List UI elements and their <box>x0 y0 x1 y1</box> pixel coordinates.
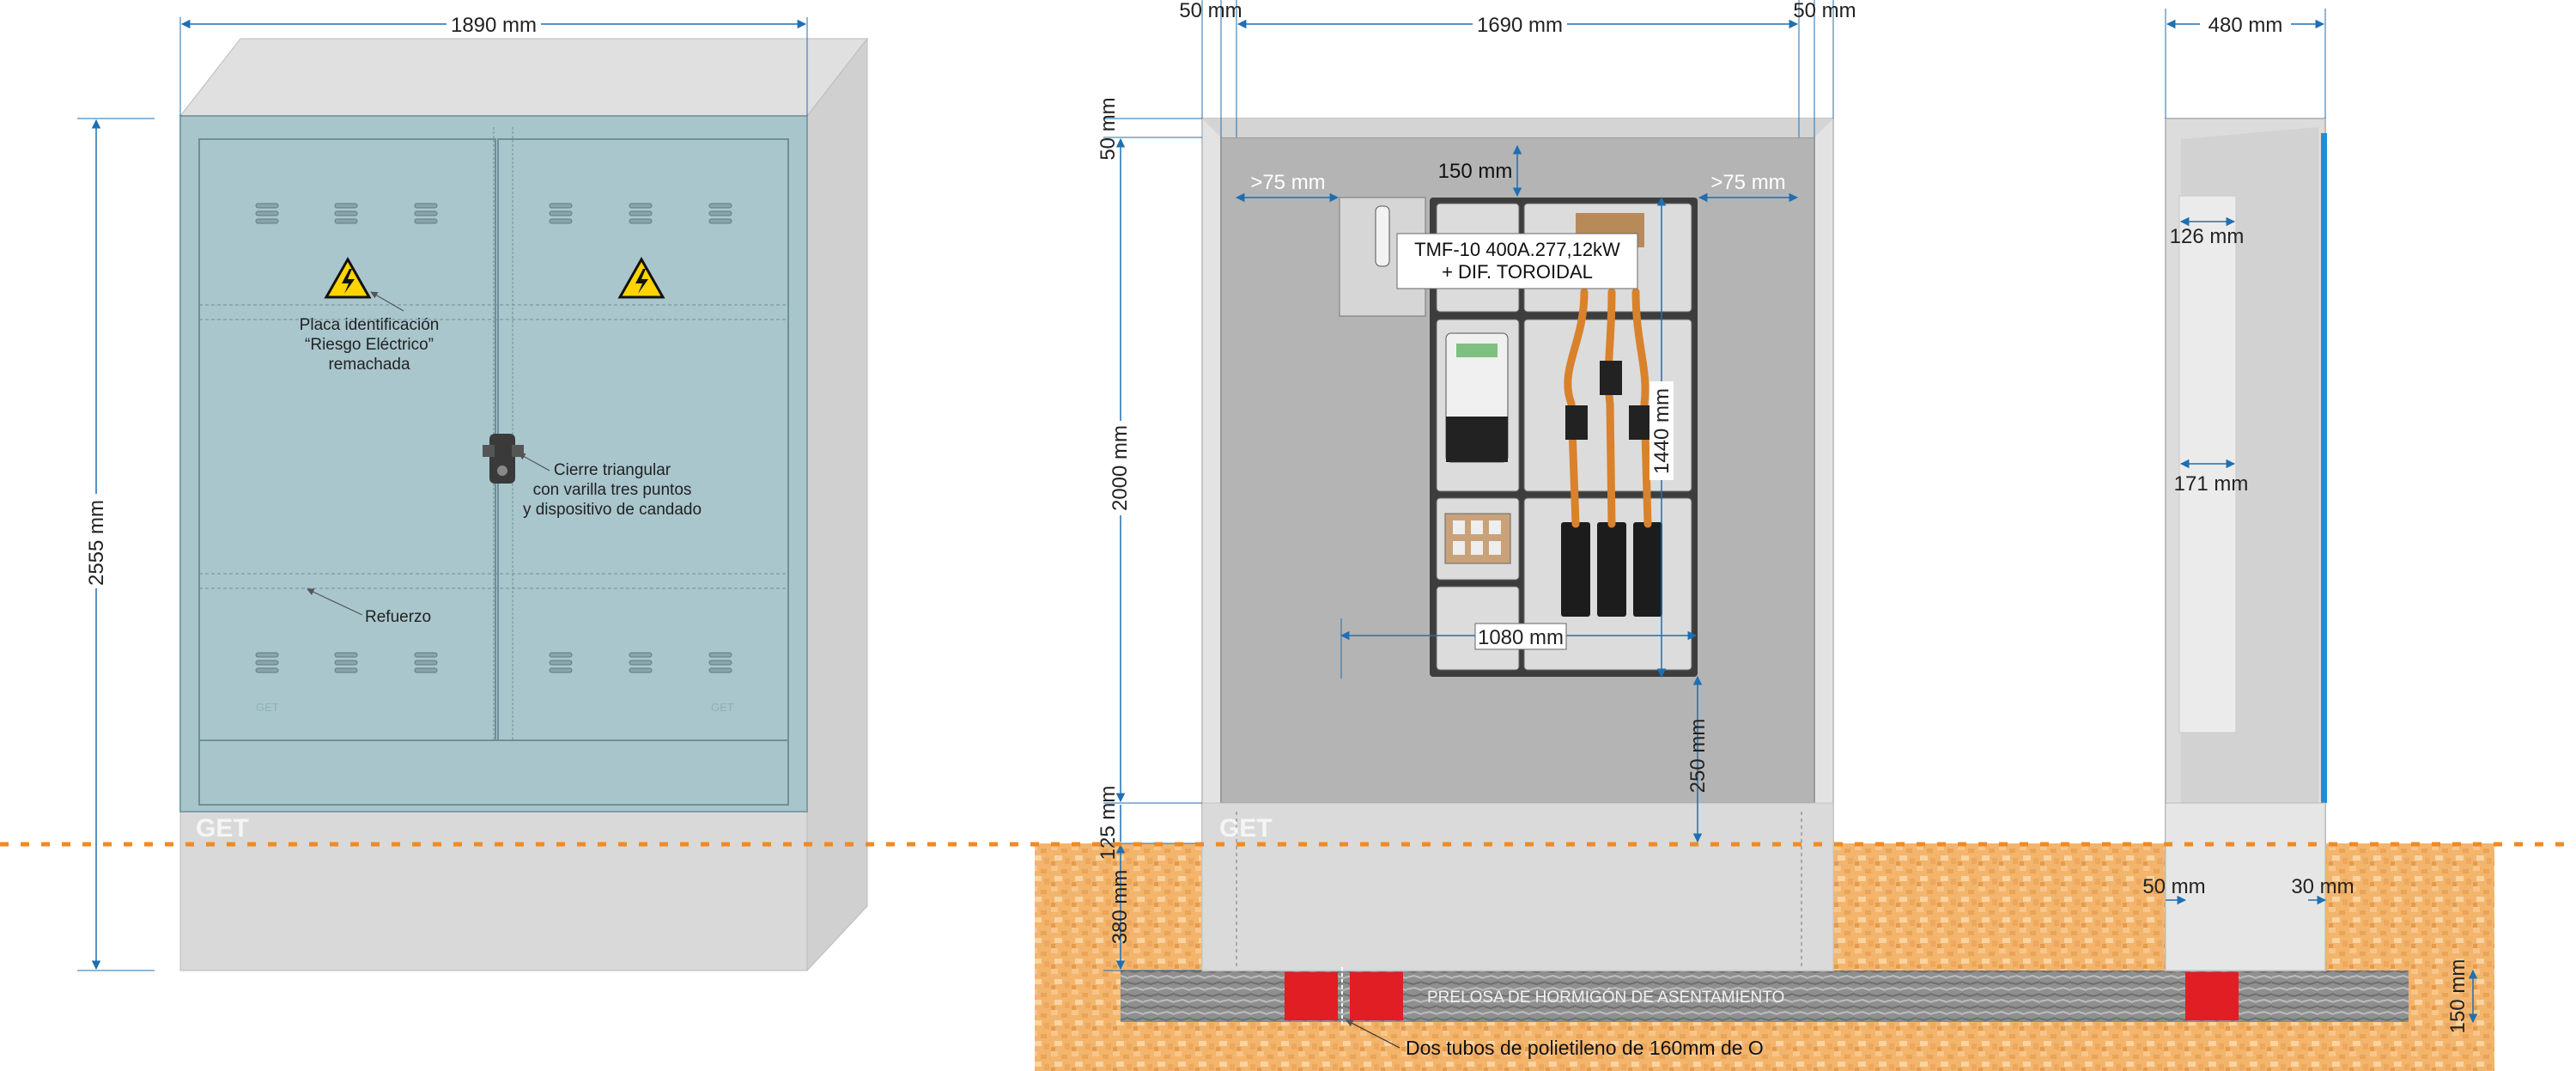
door-bottom-band <box>198 739 789 806</box>
dim-panel-width: 1080 mm <box>1478 626 1564 649</box>
door-brand-right: GET <box>711 701 734 714</box>
louver-icon <box>255 203 279 224</box>
cabinet-side-face <box>806 37 868 972</box>
dim-inner-width: 1690 mm <box>1477 14 1563 37</box>
dim-right-gap: >75 mm <box>1710 171 1785 194</box>
front-plinth <box>179 811 808 971</box>
note-lock-line2: con varilla tres puntos <box>533 481 692 499</box>
dim-inner-height: 2000 mm <box>1109 425 1132 511</box>
triangular-lock-icon <box>483 434 524 484</box>
louver-icon <box>629 652 653 673</box>
dim-plinth-front: 30 mm <box>2291 875 2354 898</box>
dim-front-height: 2555 mm <box>85 500 108 586</box>
dim-front-width: 1890 mm <box>451 14 537 37</box>
tmf-label-line2: + DIF. TOROIDAL <box>1442 261 1593 283</box>
energy-meter-icon <box>1445 332 1509 463</box>
tmf-label-line1: TMF-10 400A.277,12kW <box>1414 239 1620 260</box>
slab-label: PRELOSA DE HORMIGÓN DE ASENTAMIENTO <box>1427 988 1784 1007</box>
note-lock-line3: y dispositivo de candado <box>523 501 702 519</box>
front-brand: GET <box>196 814 249 843</box>
inside-brand: GET <box>1219 814 1273 843</box>
louver-icon <box>629 203 653 224</box>
note-reinforcement: Refuerzo <box>365 608 431 626</box>
dim-inner-depth: 171 mm <box>2174 472 2249 496</box>
side-plinth <box>2165 802 2326 971</box>
note-plate-line1: Placa identificación <box>300 316 440 334</box>
side-tube <box>2185 972 2239 1020</box>
louver-icon <box>708 203 732 224</box>
dim-buried: 380 mm <box>1109 870 1132 945</box>
inside-plinth <box>1201 802 1834 971</box>
tmf-label-box <box>1396 233 1638 289</box>
dim-door-depth: 126 mm <box>2170 225 2245 248</box>
louver-icon <box>414 652 438 673</box>
poly-tube-1 <box>1285 972 1338 1020</box>
inside-view: GET <box>1097 0 1856 1059</box>
note-lock-line1: Cierre triangular <box>554 461 671 479</box>
note-plate-line3: remachada <box>328 356 410 374</box>
louver-icon <box>334 652 358 673</box>
side-view: 480 mm 126 mm 171 mm 50 mm 30 mm 150 mm <box>2142 9 2478 1034</box>
side-door-edge <box>2321 133 2327 803</box>
dim-slab: 150 mm <box>2446 959 2470 1034</box>
louver-icon <box>255 652 279 673</box>
louver-icon <box>708 652 732 673</box>
louver-icon <box>549 203 573 224</box>
fuse-block-icon <box>1444 513 1511 564</box>
dim-bottom-gap: 250 mm <box>1686 719 1710 794</box>
dim-top-wall: 50 mm <box>1097 97 1120 160</box>
dim-plinth-above: 125 mm <box>1097 786 1120 861</box>
cabinet-top-face <box>179 38 869 117</box>
louver-icon <box>334 203 358 224</box>
note-plate-line2: “Riesgo Eléctrico” <box>305 336 434 354</box>
breakers-icon <box>1561 522 1662 617</box>
dim-top-gap: 150 mm <box>1438 160 1513 183</box>
left-door <box>198 138 496 741</box>
tubes-label: Dos tubos de polietileno de 160mm de O <box>1406 1037 1764 1059</box>
dim-left-wall: 50 mm <box>1179 0 1242 22</box>
cables-icon <box>1564 288 1652 528</box>
louver-icon <box>414 203 438 224</box>
right-door <box>497 138 789 741</box>
dim-right-wall: 50 mm <box>1793 0 1856 22</box>
dim-left-gap: >75 mm <box>1250 171 1325 194</box>
dim-side-depth: 480 mm <box>2208 14 2283 37</box>
door-brand-left: GET <box>256 701 279 714</box>
louver-icon <box>549 652 573 673</box>
dim-panel-height: 1440 mm <box>1650 388 1674 474</box>
front-view: GET GET GET Placa identificación “Riesgo… <box>77 12 869 972</box>
poly-tube-2 <box>1350 972 1403 1020</box>
dim-plinth-wall: 50 mm <box>2142 875 2205 898</box>
